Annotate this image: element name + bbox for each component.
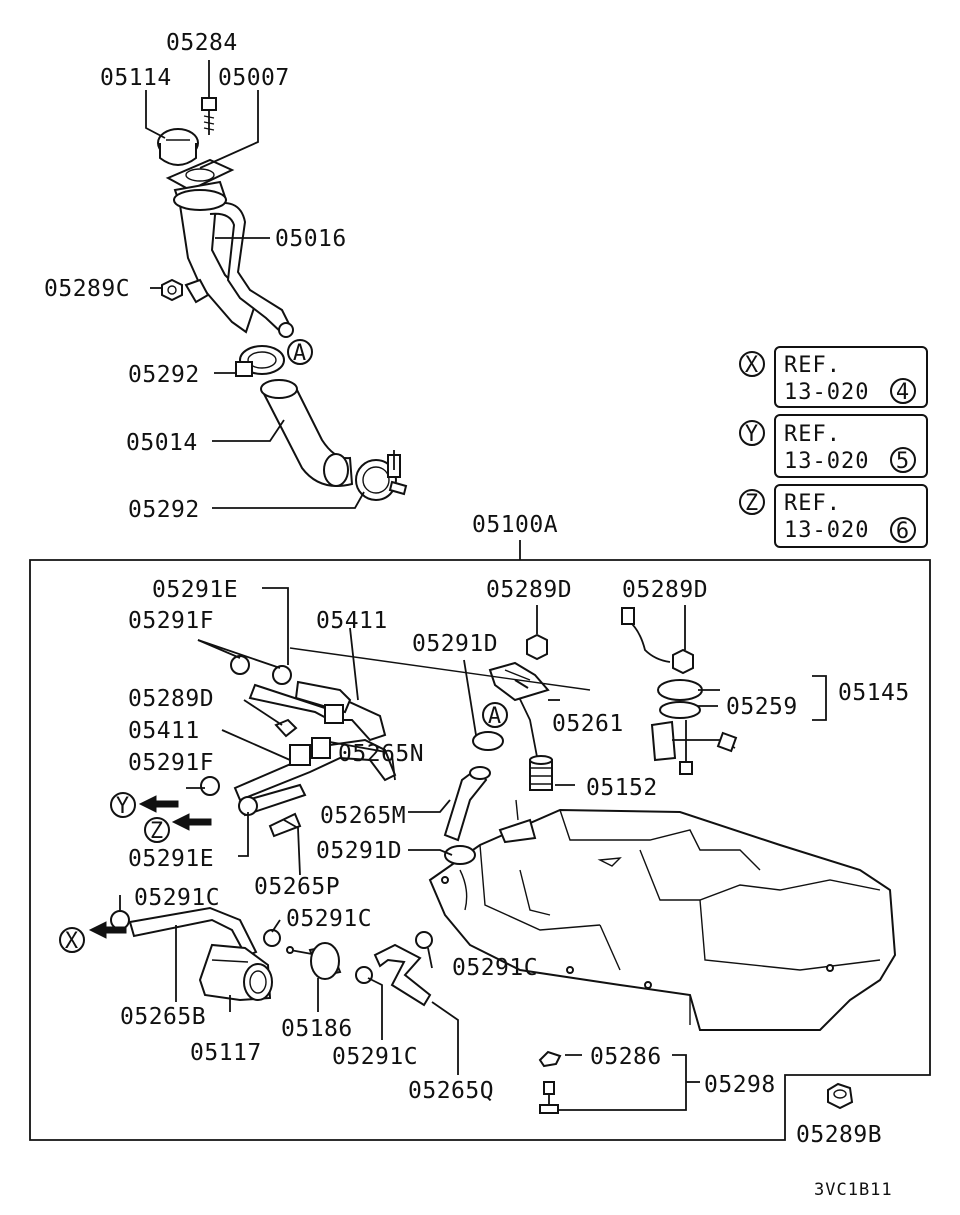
gasket-05007 <box>165 158 235 192</box>
label-05291d-bot: 05291D <box>316 838 402 864</box>
fuel-pump-05145 <box>621 607 738 775</box>
flow-arrows <box>88 795 212 939</box>
label-05289c: 05289C <box>44 276 130 302</box>
label-05265m: 05265M <box>320 803 406 829</box>
bolt-05284 <box>201 97 217 135</box>
ref-marker-z: Z <box>745 491 759 516</box>
svg-text:A: A <box>488 704 502 729</box>
tank-gasket-area <box>498 799 537 844</box>
label-05016: 05016 <box>275 226 347 252</box>
bolt-05289C <box>161 278 183 302</box>
hose-05265Q <box>373 943 432 1007</box>
label-05100a: 05100A <box>472 512 558 538</box>
leader-lines-main <box>119 587 827 1111</box>
label-05007: 05007 <box>218 65 290 91</box>
ref-num-y: 5 <box>896 449 910 474</box>
label-05145: 05145 <box>838 680 910 706</box>
nut-05289D-center <box>526 633 548 661</box>
label-05186: 05186 <box>281 1016 353 1042</box>
label-05014: 05014 <box>126 430 198 456</box>
svg-text:A: A <box>293 341 307 366</box>
ref-box-x: X REF. 13-020 4 <box>739 346 928 408</box>
svg-text:Z: Z <box>150 819 164 844</box>
ref-box-y: Y REF. 13-020 5 <box>739 414 928 478</box>
bracket-05261 <box>488 661 550 702</box>
marker-x: X <box>59 927 85 954</box>
label-05291d-top: 05291D <box>412 631 498 657</box>
fuel-filter-05186 <box>286 942 342 980</box>
label-05259: 05259 <box>726 694 798 720</box>
ref-box-z: Z REF. 13-020 6 <box>739 484 928 548</box>
filler-neck-05016 <box>173 180 294 338</box>
svg-text:X: X <box>65 929 79 954</box>
label-05265b: 05265B <box>120 1004 206 1030</box>
ref-line1-z: REF. <box>784 491 841 516</box>
label-05291c-right: 05291C <box>452 955 538 981</box>
ref-line2-x: 13-020 <box>784 380 869 405</box>
diagram-code: 3VC1B11 <box>814 1180 893 1200</box>
label-05411-top: 05411 <box>316 608 388 634</box>
vent-tube-05411 <box>248 680 387 742</box>
label-05114: 05114 <box>100 65 172 91</box>
label-05291f-mid: 05291F <box>128 750 214 776</box>
label-05291e-bot: 05291E <box>128 846 214 872</box>
leader-lines-top <box>145 60 365 509</box>
assembly-frame <box>29 540 931 1141</box>
label-05289d-center: 05289D <box>486 577 572 603</box>
label-05265p: 05265P <box>254 874 340 900</box>
label-05265n: 05265N <box>338 741 424 767</box>
ref-num-z: 6 <box>896 519 910 544</box>
hose-05265M <box>443 766 491 842</box>
ref-line2-z: 13-020 <box>784 518 869 543</box>
marker-a-top: A <box>287 339 313 366</box>
clamp-05292-lower <box>355 450 408 501</box>
label-05289d-right: 05289D <box>622 577 708 603</box>
nut-05289B <box>827 1082 854 1110</box>
label-05284: 05284 <box>166 30 238 56</box>
label-05291c-mid: 05291C <box>286 906 372 932</box>
label-05265q: 05265Q <box>408 1078 494 1104</box>
svg-text:Y: Y <box>116 794 130 819</box>
bolt-05298 <box>538 1050 562 1114</box>
label-05289d-left: 05289D <box>128 686 214 712</box>
label-05291c-bot: 05291C <box>332 1044 418 1070</box>
canister-05117 <box>198 943 273 1002</box>
label-05152: 05152 <box>586 775 658 801</box>
vent-tube-05411-lower <box>233 737 397 802</box>
label-05291f-top: 05291F <box>128 608 214 634</box>
sender-tube-05152 <box>517 694 553 791</box>
marker-a-mid: A <box>482 702 508 729</box>
filler-cap-05114 <box>157 128 199 166</box>
clamp-05292-upper <box>235 345 285 377</box>
hose-05014 <box>260 379 354 487</box>
label-05411-mid: 05411 <box>128 718 200 744</box>
fuel-tank <box>428 808 897 1031</box>
label-05298: 05298 <box>704 1072 776 1098</box>
label-05289b: 05289B <box>796 1122 882 1148</box>
ref-marker-y: Y <box>745 422 759 447</box>
label-05117: 05117 <box>190 1040 262 1066</box>
ref-line1-x: REF. <box>784 353 841 378</box>
marker-y: Y <box>110 792 136 819</box>
ref-num-x: 4 <box>896 380 910 405</box>
ref-line1-y: REF. <box>784 422 841 447</box>
ref-line2-y: 13-020 <box>784 449 869 474</box>
ref-marker-x: X <box>745 353 759 378</box>
label-05292-upper: 05292 <box>128 362 200 388</box>
label-05291c-left: 05291C <box>134 885 220 911</box>
label-05291e-top: 05291E <box>152 577 238 603</box>
marker-z: Z <box>144 817 170 844</box>
label-05286: 05286 <box>590 1044 662 1070</box>
label-05292-lower: 05292 <box>128 497 200 523</box>
label-05261: 05261 <box>552 711 624 737</box>
